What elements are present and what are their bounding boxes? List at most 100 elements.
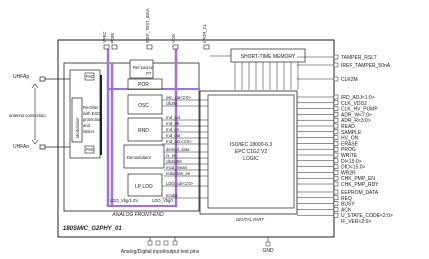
ldo-label: LP LDO: [135, 184, 153, 190]
gnd-label: GND: [262, 248, 274, 254]
svg-text:CHK_PMP_EN: CHK_PMP_EN: [341, 176, 375, 182]
svg-text:REQ: REQ: [341, 196, 352, 202]
svg-text:DIO<15:0>: DIO<15:0>: [341, 165, 366, 171]
svg-text:TAMPER_RSLT: TAMPER_RSLT: [341, 55, 377, 61]
logic-label-1: ISO/IEC 18000-6.3: [230, 142, 272, 148]
chip-name: 180SMIC_G2PHY_01: [63, 226, 122, 232]
afe-label: ANALOG FRONT-END: [111, 212, 164, 218]
bottom-label: Analog/Digital input/output test pins: [121, 249, 200, 255]
bottom-test-pins: [147, 237, 178, 246]
modulation-label: Modulation: [75, 117, 80, 138]
ldo-block: [127, 173, 163, 197]
svg-text:SAMPLE: SAMPLE: [341, 130, 362, 136]
svg-text:ACK: ACK: [341, 207, 352, 213]
svg-text:ADR_R<3:0>: ADR_R<3:0>: [341, 118, 371, 124]
gnd-pad: [265, 241, 271, 247]
svg-text:rnd_clk: rnd_clk: [166, 121, 180, 126]
logic-block: [207, 94, 295, 209]
antenna-arrow-top: [31, 83, 39, 89]
ref-small-label: PT: [146, 71, 152, 76]
svg-text:CLK_HV_PUMP: CLK_HV_PUMP: [341, 107, 378, 113]
memory-block: [230, 48, 306, 63]
logic-label-2: EPC C1G2 V2: [235, 149, 267, 155]
demod-block: [123, 144, 165, 169]
svg-text:HV_ON: HV_ON: [341, 136, 359, 142]
ref-label: Ref source: [133, 65, 154, 70]
rnd-label: RND: [138, 128, 149, 134]
pad-bottom: [84, 145, 95, 154]
svg-text:CLK_VDD2: CLK_VDD2: [341, 101, 367, 107]
digital-label: DIGITAL PART: [236, 217, 264, 222]
svg-text:osc_cal<2:0>: osc_cal<2:0>: [166, 95, 191, 100]
internal-signal-labels: osc_cal<2:0> clk2M rnd_cal rnd_clk rnd_e…: [166, 95, 194, 198]
vpec-pin: [103, 44, 110, 50]
memory-bus: [234, 62, 299, 90]
ldo-small-2: LDO_Vbg0: [152, 198, 173, 203]
svg-text:CHK_PMP_RDY: CHK_PMP_RDY: [341, 182, 379, 188]
svg-text:rnd_cal: rnd_cal: [166, 115, 180, 120]
svg-text:modul: modul: [166, 193, 177, 198]
svg-text:READ: READ: [341, 124, 355, 130]
por-label: POR: [138, 82, 149, 88]
logic-label-3: LOGIC: [243, 156, 259, 162]
svg-text:mod_mean: mod_mean: [166, 165, 188, 170]
svg-text:clk2b3M: clk2b3M: [166, 159, 182, 164]
antenna-arrow-bottom: [31, 139, 39, 145]
svg-text:IF_VER<2:0>: IF_VER<2:0>: [341, 219, 371, 225]
svg-text:CLK2M: CLK2M: [341, 77, 358, 83]
porr-pin: [111, 44, 118, 50]
porr-label: PORr: [110, 32, 115, 43]
svg-text:IRD_ADJ<1:0>: IRD_ADJ<1:0>: [341, 95, 375, 101]
ldo-small-1: LDO_Vbg/1.0V: [110, 198, 138, 203]
osc-label: OSC: [138, 103, 149, 109]
antenna-label: antenna connection: [9, 113, 46, 118]
iref-label: IREF_TEST_50nA: [145, 8, 150, 43]
uhfap-pad: [39, 76, 46, 82]
right-pin-pads: [333, 54, 339, 218]
svg-text:rnd_en: rnd_en: [166, 127, 180, 132]
ref-block: [129, 59, 154, 79]
npor-label: nPOR_CL: [202, 23, 207, 43]
pad-top: [84, 72, 95, 81]
memory-label: SHORT-TIME MEMORY: [241, 54, 296, 60]
svg-text:PROG: PROG: [341, 147, 356, 153]
svg-text:WRITE: WRITE: [341, 153, 358, 159]
right-pin-wires: [297, 56, 334, 216]
svg-text:WR2R: WR2R: [341, 170, 356, 176]
svg-text:demod_data: demod_data: [166, 147, 190, 152]
uhfap-label: UHFAp: [13, 74, 29, 80]
internal-signal-wires: [162, 99, 208, 199]
svg-text:BUSY: BUSY: [341, 202, 355, 208]
npor-pin: [203, 44, 210, 50]
osc-block: [127, 94, 163, 115]
svg-text:reduction_en: reduction_en: [166, 171, 191, 176]
svg-text:U_STATE_CODE<2:0>: U_STATE_CODE<2:0>: [341, 213, 393, 219]
iref-pin: [146, 44, 153, 50]
demod-label: Demodulator: [127, 155, 152, 160]
svg-text:rnd_osc<3:0>: rnd_osc<3:0>: [166, 139, 192, 144]
rectifier-sep: [100, 75, 102, 155]
svg-text:clk2M: clk2M: [166, 101, 177, 106]
por-block: [127, 78, 163, 90]
pad-bottom-label: PAD: [86, 147, 94, 152]
svg-text:DI<15:0>: DI<15:0>: [341, 159, 362, 165]
modulation-block: [71, 97, 83, 143]
svg-text:ERASE: ERASE: [341, 141, 359, 147]
vdd-pin: [172, 44, 179, 50]
rnd-block: [127, 117, 163, 142]
vdd-label: VDD: [171, 34, 176, 43]
svg-text:rnd_dat: rnd_dat: [166, 133, 181, 138]
pad-top-label: PAD: [86, 74, 94, 79]
svg-text:LDO_cal<1:0>: LDO_cal<1:0>: [166, 181, 194, 186]
svg-text:ADR_W<7:0>: ADR_W<7:0>: [341, 112, 372, 118]
svg-text:EEPROM_DATA: EEPROM_DATA: [341, 190, 379, 196]
digital-box: [199, 90, 298, 215]
uhfan-pad: [39, 144, 46, 150]
uhfan-label: UHFAn: [13, 144, 29, 150]
svg-text:rx_en: rx_en: [166, 153, 177, 158]
svg-text:IREF_TAMPER_50nA: IREF_TAMPER_50nA: [341, 63, 391, 69]
right-pin-labels: TAMPER_RSLT IREF_TAMPER_50nA CLK2M IRD_A…: [341, 55, 393, 225]
vpec-label: VPEC: [102, 32, 107, 43]
